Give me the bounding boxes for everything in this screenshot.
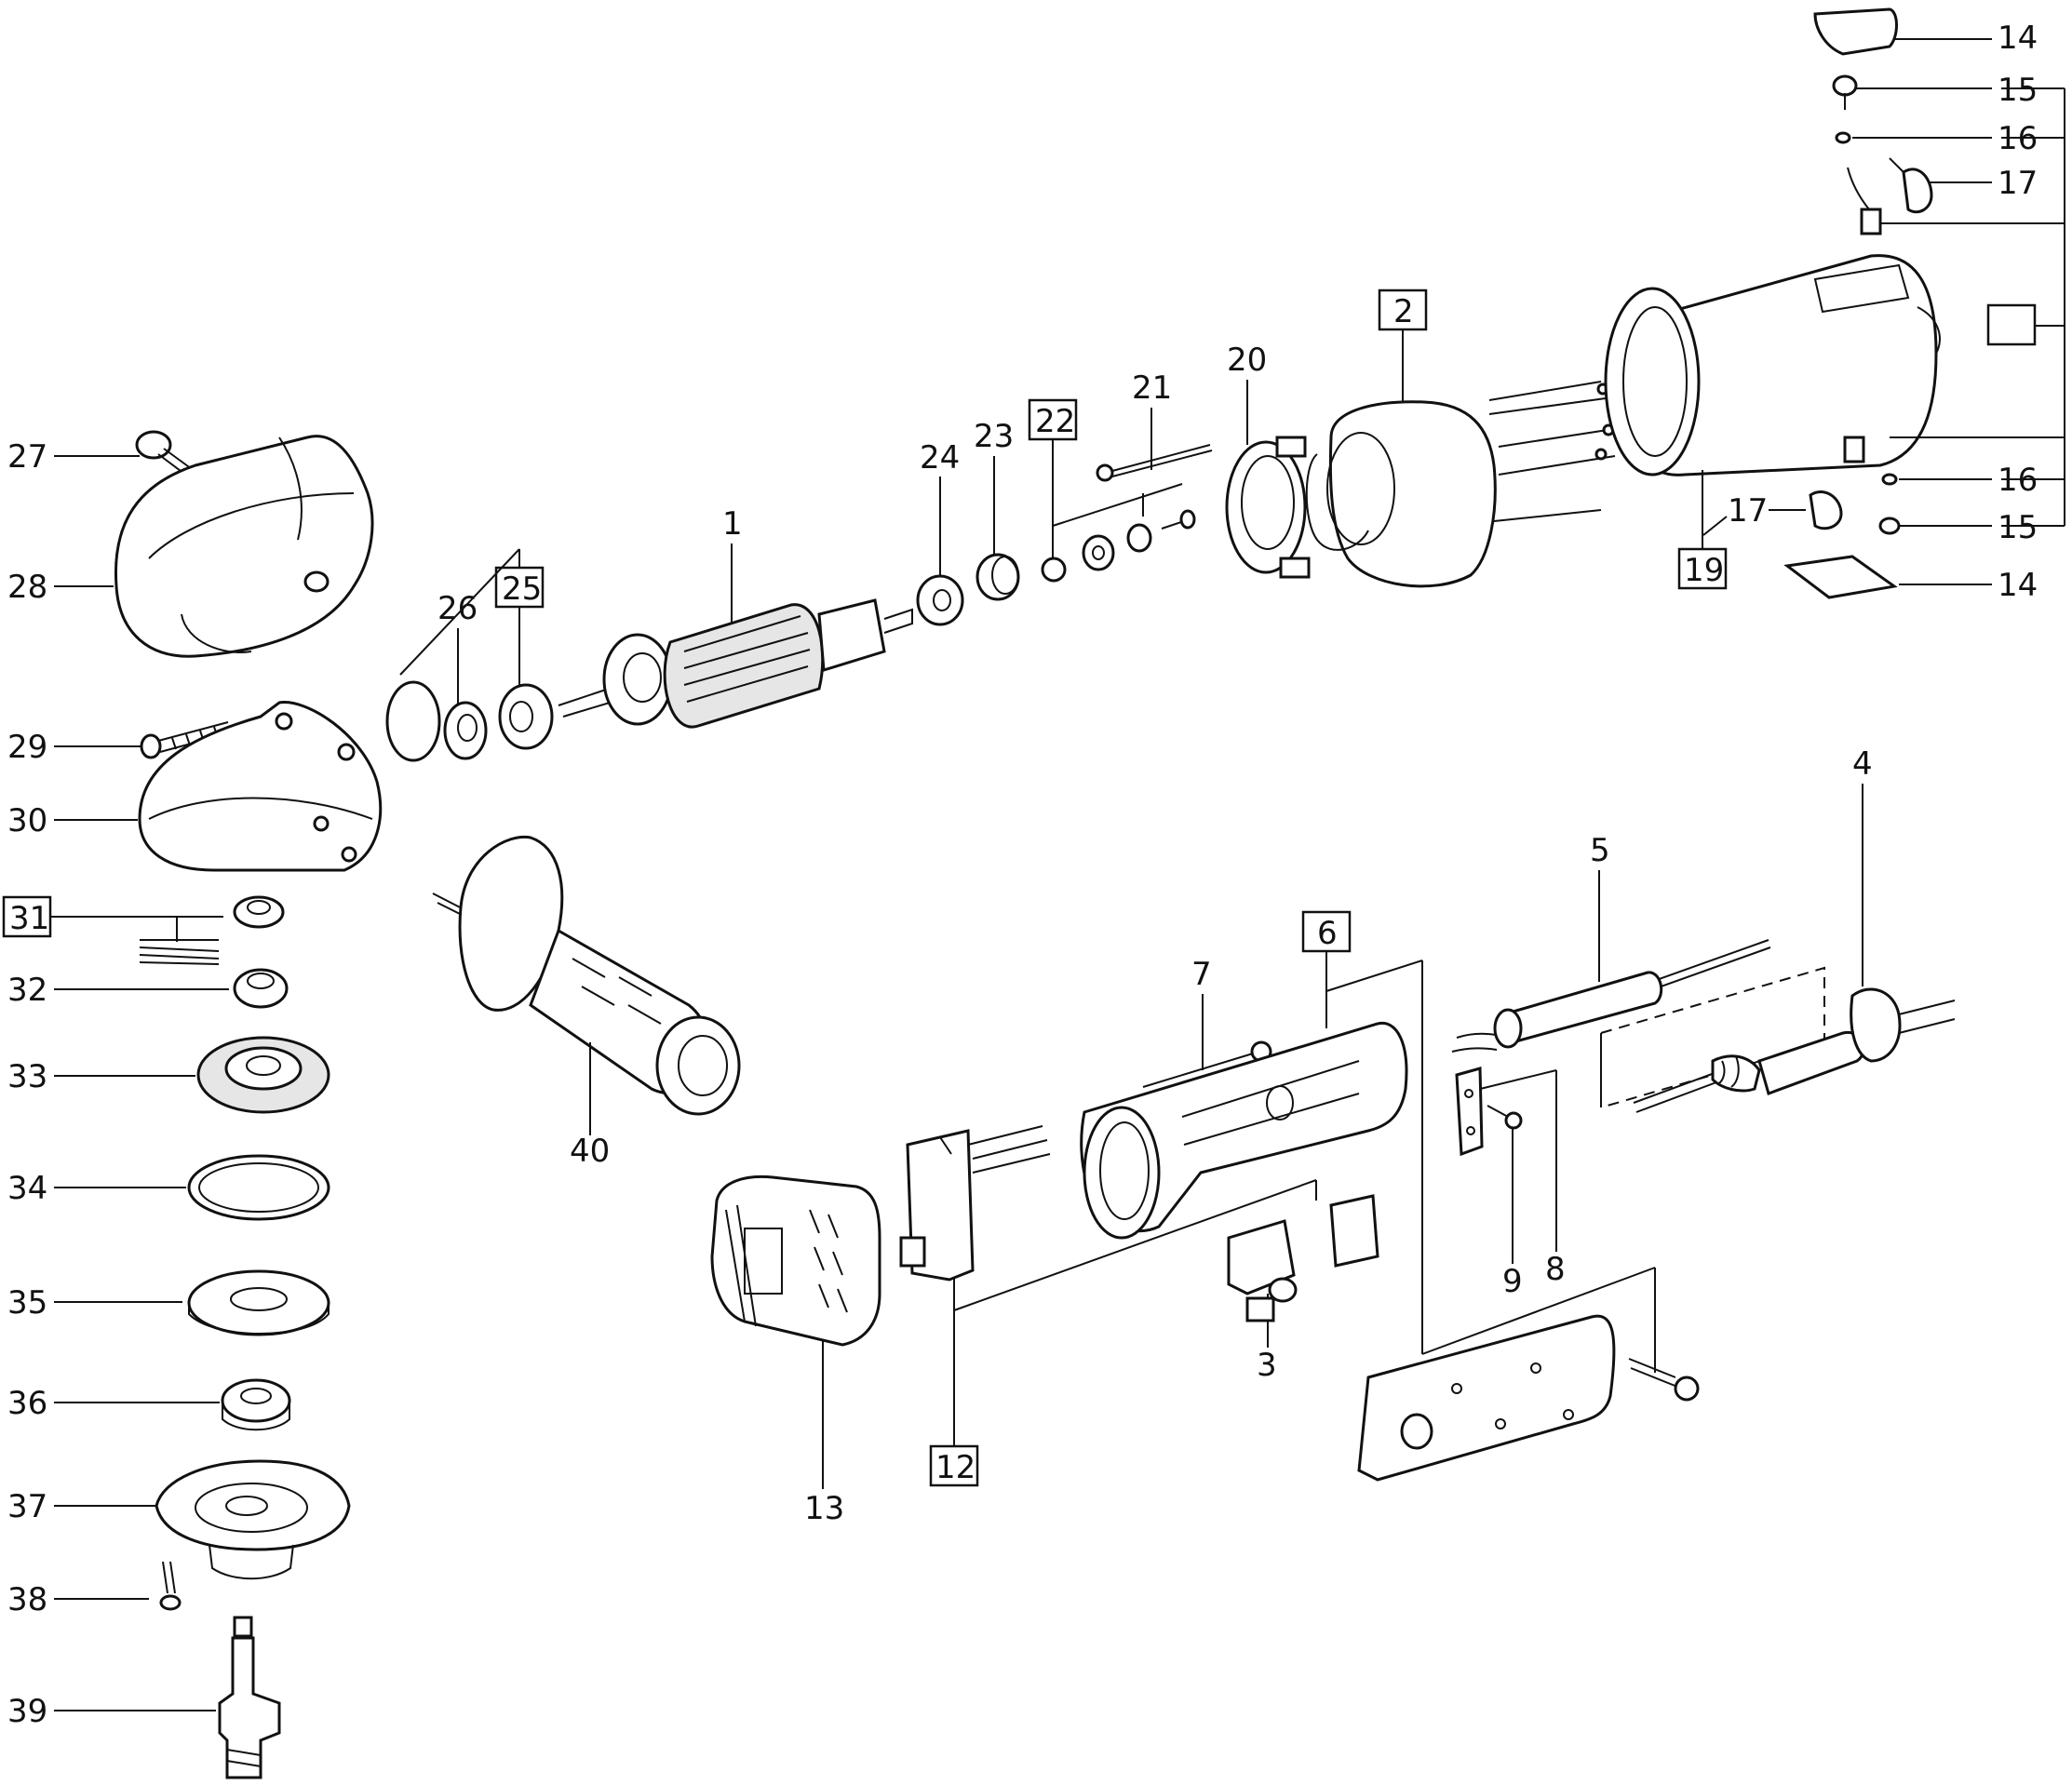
part-32-bushing: [233, 968, 289, 1009]
part-5-cable-sleeve: [1451, 939, 1771, 1053]
label-9: 9: [1502, 1263, 1523, 1300]
label-12: 12: [935, 1449, 975, 1486]
carbon-brush-top: [1860, 208, 1882, 235]
part-15-screw-top: [1832, 74, 1858, 97]
part-37-flange: [155, 1459, 351, 1580]
part-16-ring-top: [1835, 131, 1851, 144]
label-37: 37: [7, 1488, 47, 1525]
label-36: 36: [7, 1385, 47, 1422]
label-32: 32: [7, 972, 47, 1009]
part-16-ring-bottom: [1881, 473, 1898, 486]
part-34-ring: [187, 1154, 330, 1221]
label-14-top: 14: [1998, 20, 2038, 57]
part-23-sleeve: [975, 553, 1020, 601]
part-31-nut-and-spring: [139, 895, 285, 965]
motor-housing-group: 18 19: [1604, 87, 2065, 590]
label-17-bottom: 17: [1728, 492, 1768, 530]
label-14-bottom: 14: [1998, 567, 2038, 604]
carbon-brush-bottom: [1843, 436, 1865, 463]
label-23: 23: [974, 418, 1014, 455]
label-box-2: [1378, 289, 1428, 331]
label-1: 1: [722, 505, 743, 543]
label-31: 31: [9, 900, 49, 937]
label-34: 34: [7, 1170, 47, 1207]
label-8: 8: [1545, 1251, 1566, 1288]
part-13-fan-cover: [710, 1174, 881, 1347]
part-9-screw: [1487, 1105, 1523, 1130]
middle-parts: 40: [385, 381, 1621, 1170]
label-17-top: 17: [1998, 165, 2038, 202]
part-25-bearing: [498, 683, 554, 750]
label-35: 35: [7, 1284, 47, 1322]
part-33-bevel-gear: [196, 1036, 330, 1114]
part-17-brush-holder-bottom: [1809, 490, 1843, 530]
label-6: 6: [1317, 915, 1338, 952]
label-15-bottom: 15: [1998, 509, 2038, 546]
label-27: 27: [7, 438, 47, 476]
label-20: 20: [1227, 342, 1267, 379]
part-8-cable-clamp: [1455, 1067, 1484, 1157]
part-4-mains-plug-cable: [1600, 966, 1956, 1113]
part-17-brush-holder-top: [1902, 168, 1933, 214]
label-28: 28: [7, 569, 47, 606]
part-38-screw: [159, 1561, 182, 1611]
label-3: 3: [1257, 1347, 1277, 1384]
label-39: 39: [7, 1693, 47, 1730]
part-12-electronics: [899, 1125, 1051, 1282]
part-28-gear-cover: [114, 435, 374, 658]
label-4: 4: [1852, 745, 1873, 783]
label-7: 7: [1191, 956, 1212, 993]
label-38: 38: [7, 1581, 47, 1618]
part-25-o-ring: [385, 680, 441, 762]
part-3-switch: [1227, 1219, 1298, 1322]
part-20-baffle: [1225, 436, 1311, 579]
part-26-bearing-ring: [443, 701, 488, 760]
label-2: 2: [1393, 293, 1414, 330]
part-39-spindle: [218, 1616, 281, 1779]
label-29: 29: [7, 729, 47, 766]
label-box-18: [1986, 303, 2037, 346]
part-15-screw-bottom: [1878, 517, 1901, 535]
label-22: 22: [1035, 403, 1075, 440]
label-21: 21: [1132, 369, 1172, 407]
label-26: 26: [437, 590, 478, 627]
lower-callouts: 4 5 6 7 8 9 3 12 13: [804, 745, 1873, 1527]
part-2-field-coil: [1305, 381, 1621, 588]
brush-parts: [1783, 7, 1933, 599]
label-box-19: [1677, 547, 1728, 590]
right-callouts: 14 15 16 17 16 15 14 17: [1702, 20, 2038, 604]
left-parts: [114, 430, 383, 1779]
label-5: 5: [1590, 832, 1610, 869]
part-21-screw: [1096, 444, 1213, 482]
part-24-bearing: [916, 574, 964, 626]
label-13: 13: [804, 1490, 844, 1527]
part-14-brush-cover-bottom: [1783, 555, 1898, 599]
label-30: 30: [7, 802, 47, 839]
switch-block: [1329, 1194, 1379, 1268]
part-14-brush-cover-top: [1813, 7, 1898, 56]
part-handle-shell: [1357, 1314, 1700, 1482]
part-36-bearing: [221, 1378, 291, 1431]
label-25: 25: [502, 570, 542, 608]
label-box-6: [1301, 910, 1352, 953]
label-40: 40: [570, 1133, 610, 1170]
part-40-side-handle: [432, 835, 741, 1116]
label-33: 33: [7, 1058, 47, 1095]
lower-parts: [710, 939, 1956, 1482]
label-16-top: 16: [1998, 120, 2038, 157]
label-box-31: [2, 895, 52, 938]
part-22-small-parts: [1041, 509, 1196, 583]
label-24: 24: [920, 439, 960, 476]
part-6-handle-housing: [1080, 1021, 1408, 1240]
part-35-washer: [187, 1269, 330, 1336]
label-box-22: [1028, 398, 1078, 441]
left-callouts: 27 28 29 30 31 32 33 34 35 36 37 38 39: [2, 438, 229, 1730]
part-1-armature: [558, 598, 913, 729]
part-30-gear-housing: [138, 701, 383, 872]
middle-callouts: 25 26 24 23 22 21 20 1 2: [399, 289, 1428, 709]
label-16-bottom: 16: [1998, 462, 2038, 499]
label-19: 19: [1684, 552, 1724, 589]
label-15-top: 15: [1998, 72, 2038, 109]
